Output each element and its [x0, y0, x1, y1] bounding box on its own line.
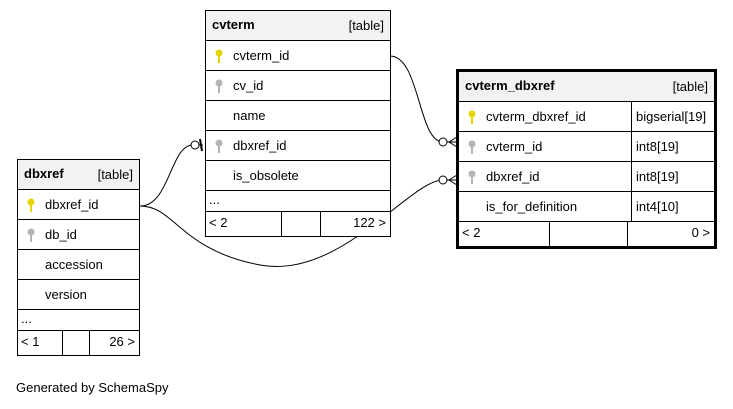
column-name: name — [233, 108, 266, 123]
parent-count[interactable]: < 2 — [459, 222, 550, 246]
primary-key-icon — [27, 198, 35, 212]
table-kind: [table] — [348, 18, 384, 33]
column-row[interactable]: db_id — [18, 220, 139, 250]
edge-cvterm-to-cvterm-dbxref — [389, 55, 457, 143]
column-name: accession — [45, 257, 103, 272]
table-cvterm-dbxref[interactable]: cvterm_dbxref [table] cvterm_dbxref_id b… — [456, 69, 717, 249]
table-footer: < 2 0 > — [459, 222, 714, 246]
table-header: dbxref [table] — [18, 160, 139, 190]
child-count[interactable]: 26 > — [109, 334, 135, 349]
column-type: int4[10] — [631, 192, 714, 221]
table-name: dbxref — [24, 166, 64, 181]
foreign-key-icon — [468, 170, 476, 184]
generated-by-label: Generated by SchemaSpy — [16, 380, 169, 395]
column-type: int8[19] — [631, 132, 714, 161]
table-kind: [table] — [672, 79, 708, 94]
column-row[interactable]: name — [206, 101, 390, 131]
table-name: cvterm_dbxref — [465, 78, 555, 93]
column-row[interactable]: is_obsolete — [206, 161, 390, 191]
column-name: cv_id — [233, 78, 264, 93]
table-dbxref[interactable]: dbxref [table] dbxref_id db_id accession… — [17, 159, 140, 356]
primary-key-icon — [468, 110, 476, 124]
column-name: cvterm_id — [486, 139, 543, 154]
column-type: bigserial[19] — [631, 102, 714, 131]
foreign-key-icon — [27, 228, 35, 242]
column-row[interactable]: dbxref_id — [18, 190, 139, 220]
child-count[interactable]: 0 > — [691, 225, 710, 240]
table-kind: [table] — [97, 167, 133, 182]
foreign-key-icon — [215, 79, 223, 93]
edge-optional-circle — [190, 140, 200, 150]
table-name: cvterm — [212, 17, 255, 32]
column-row[interactable]: dbxref_id int8[19] — [459, 162, 714, 192]
column-row[interactable]: is_for_definition int4[10] — [459, 192, 714, 222]
column-type: int8[19] — [631, 162, 714, 191]
child-count[interactable]: 122 > — [353, 215, 386, 230]
table-footer: < 2 122 > — [206, 212, 390, 236]
column-row[interactable]: version — [18, 280, 139, 310]
parent-count[interactable]: < 1 — [18, 331, 63, 355]
edge-crowfoot — [448, 174, 458, 186]
column-row[interactable]: accession — [18, 250, 139, 280]
column-row[interactable]: cvterm_id int8[19] — [459, 132, 714, 162]
more-columns: ... — [18, 310, 139, 331]
edge-dbxref-to-cvterm — [139, 144, 203, 207]
column-name: is_for_definition — [486, 199, 578, 214]
column-name: cvterm_id — [233, 48, 290, 63]
column-row[interactable]: cvterm_id — [206, 41, 390, 71]
table-header: cvterm_dbxref [table] — [459, 72, 714, 102]
table-footer: < 1 26 > — [18, 331, 139, 355]
primary-key-icon — [215, 49, 223, 63]
parent-count[interactable]: < 2 — [206, 212, 282, 236]
foreign-key-icon — [215, 139, 223, 153]
foreign-key-icon — [468, 140, 476, 154]
edge-optional-circle — [438, 137, 448, 147]
more-columns: ... — [206, 191, 390, 212]
column-name: is_obsolete — [233, 168, 299, 183]
column-row[interactable]: dbxref_id — [206, 131, 390, 161]
column-name: dbxref_id — [45, 197, 99, 212]
column-name: dbxref_id — [486, 169, 540, 184]
edge-crowfoot — [448, 136, 458, 148]
edge-dbxref-to-cvterm-dbxref — [139, 179, 457, 268]
column-name: version — [45, 287, 87, 302]
column-name: cvterm_dbxref_id — [486, 109, 586, 124]
table-cvterm[interactable]: cvterm [table] cvterm_id cv_id name dbxr… — [205, 10, 391, 237]
column-name: dbxref_id — [233, 138, 287, 153]
column-name: db_id — [45, 227, 77, 242]
column-row[interactable]: cv_id — [206, 71, 390, 101]
edge-optional-circle — [438, 175, 448, 185]
column-row[interactable]: cvterm_dbxref_id bigserial[19] — [459, 102, 714, 132]
edge-one-bar — [199, 138, 203, 152]
table-header: cvterm [table] — [206, 11, 390, 41]
